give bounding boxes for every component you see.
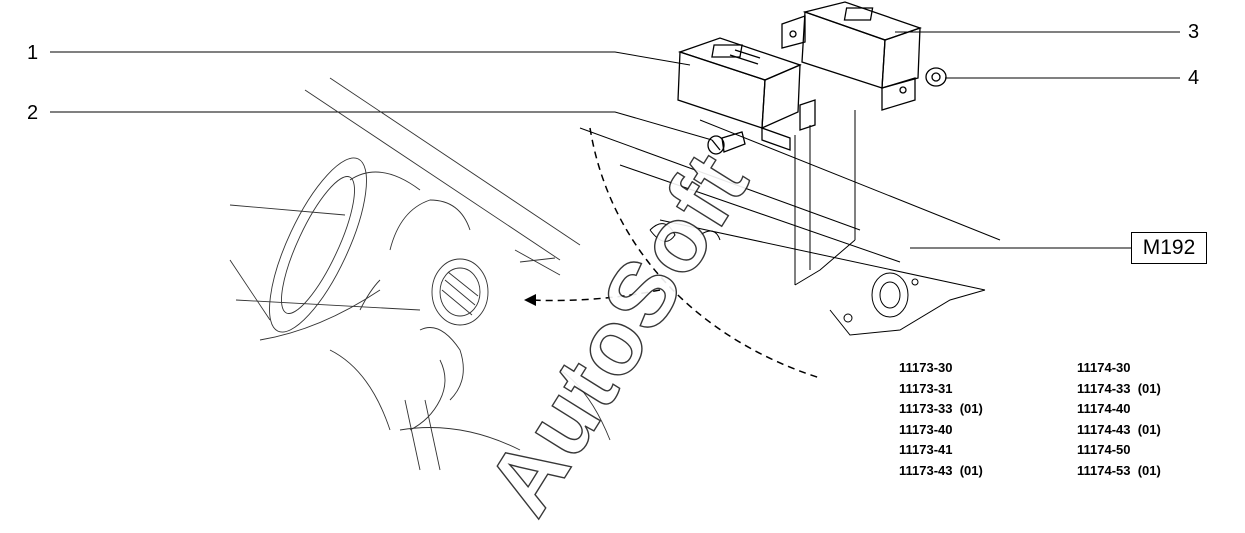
callout-2: 2 bbox=[27, 102, 39, 124]
callout-1: 1 bbox=[27, 42, 39, 64]
callout-3: 3 bbox=[1188, 21, 1200, 43]
part-code: 11174-50 bbox=[1077, 442, 1131, 457]
arrow-head bbox=[524, 294, 536, 306]
callout-4: 4 bbox=[1188, 67, 1200, 89]
reference-box: M192 bbox=[1131, 232, 1207, 264]
part-code: 11173-41 bbox=[899, 442, 953, 457]
part-code: 11174-40 bbox=[1077, 401, 1131, 416]
exploded-parts-diagram: AutoSoft 1 2 3 4 M192 11173-30 11173-31 … bbox=[27, 1, 1207, 532]
part-code: 11174-53 (01) bbox=[1077, 462, 1161, 478]
part-code: 11173-33 (01) bbox=[899, 401, 983, 416]
control-module-1 bbox=[677, 37, 816, 151]
part-code: 11174-33 (01) bbox=[1077, 380, 1161, 396]
part-code: 11174-43 (01) bbox=[1077, 421, 1161, 437]
control-module-3 bbox=[781, 1, 922, 111]
detail-indicator bbox=[529, 127, 821, 379]
part-code: 11174-30 bbox=[1077, 360, 1131, 375]
part-codes-right: 11174-30 11174-33 (01) 11174-40 11174-43… bbox=[1077, 358, 1161, 481]
part-codes-left: 11173-30 11173-31 11173-33 (01) 11173-40… bbox=[899, 358, 983, 481]
nut-4 bbox=[925, 67, 947, 87]
part-code: 11173-31 bbox=[899, 380, 953, 396]
line-drawing bbox=[50, 1, 1180, 471]
mounting-bracket bbox=[579, 110, 1001, 336]
part-code: 11173-43 (01) bbox=[899, 462, 983, 478]
part-code: 11173-40 bbox=[899, 421, 953, 437]
dashboard-sketch bbox=[229, 77, 611, 471]
part-code: 11173-30 bbox=[899, 360, 953, 375]
leader-lines bbox=[50, 31, 1180, 249]
